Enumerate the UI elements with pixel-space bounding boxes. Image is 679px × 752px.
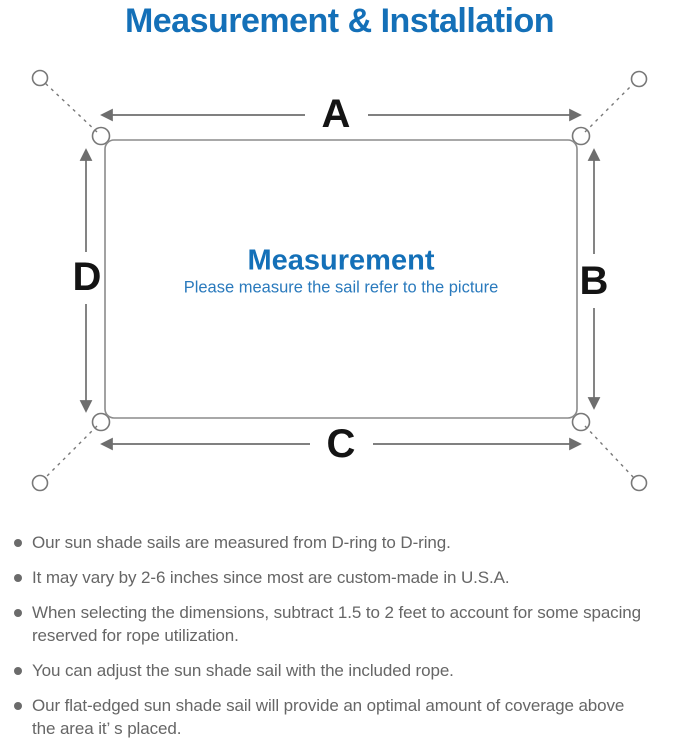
note-item-2: It may vary by 2-6 inches since most are… <box>14 566 669 589</box>
note-text-1: Our sun shade sails are measured from D-… <box>32 533 451 552</box>
sail-diagram-graphic <box>31 69 648 492</box>
note-text-4: You can adjust the sun shade sail with t… <box>32 661 454 680</box>
rope-line-top-right <box>584 82 635 133</box>
notes-list: Our sun shade sails are measured from D-… <box>14 531 669 752</box>
rope-line-bottom-left <box>44 425 98 479</box>
sail-outline <box>104 139 578 419</box>
rope-line-bottom-right <box>584 425 635 479</box>
bullet-icon <box>14 574 22 582</box>
note-item-3: When selecting the dimensions, subtract … <box>14 601 669 647</box>
page-title: Measurement & Installation <box>124 2 555 40</box>
anchor-point-circles <box>31 69 648 492</box>
anchor-circle-top-left <box>31 69 49 87</box>
note-text-2: It may vary by 2-6 inches since most are… <box>32 568 510 587</box>
measurement-diagram: A B C D Measurement Please measure the s… <box>31 69 648 492</box>
note-text-3: When selecting the dimensions, subtract … <box>32 603 641 645</box>
dimension-label-a: A <box>321 92 351 136</box>
anchor-circle-bottom-left <box>31 474 49 492</box>
rope-dashed-lines <box>44 82 635 479</box>
note-text-5: Our flat-edged sun shade sail will provi… <box>32 696 625 738</box>
anchor-circle-bottom-right <box>630 474 648 492</box>
rope-line-top-left <box>44 82 98 133</box>
dimension-label-c: C <box>326 422 356 466</box>
note-item-5: Our flat-edged sun shade sail will provi… <box>14 694 669 740</box>
anchor-circle-top-right <box>630 70 648 88</box>
dimension-arrows <box>79 108 601 451</box>
dimension-label-b: B <box>579 259 609 303</box>
bullet-icon <box>14 667 22 675</box>
bullet-icon <box>14 702 22 710</box>
diagram-center-title: Measurement <box>247 244 435 277</box>
diagram-center-subtitle: Please measure the sail refer to the pic… <box>183 278 499 297</box>
note-item-1: Our sun shade sails are measured from D-… <box>14 531 669 554</box>
dimension-label-d: D <box>72 255 102 299</box>
note-item-4: You can adjust the sun shade sail with t… <box>14 659 669 682</box>
bullet-icon <box>14 609 22 617</box>
bullet-icon <box>14 539 22 547</box>
